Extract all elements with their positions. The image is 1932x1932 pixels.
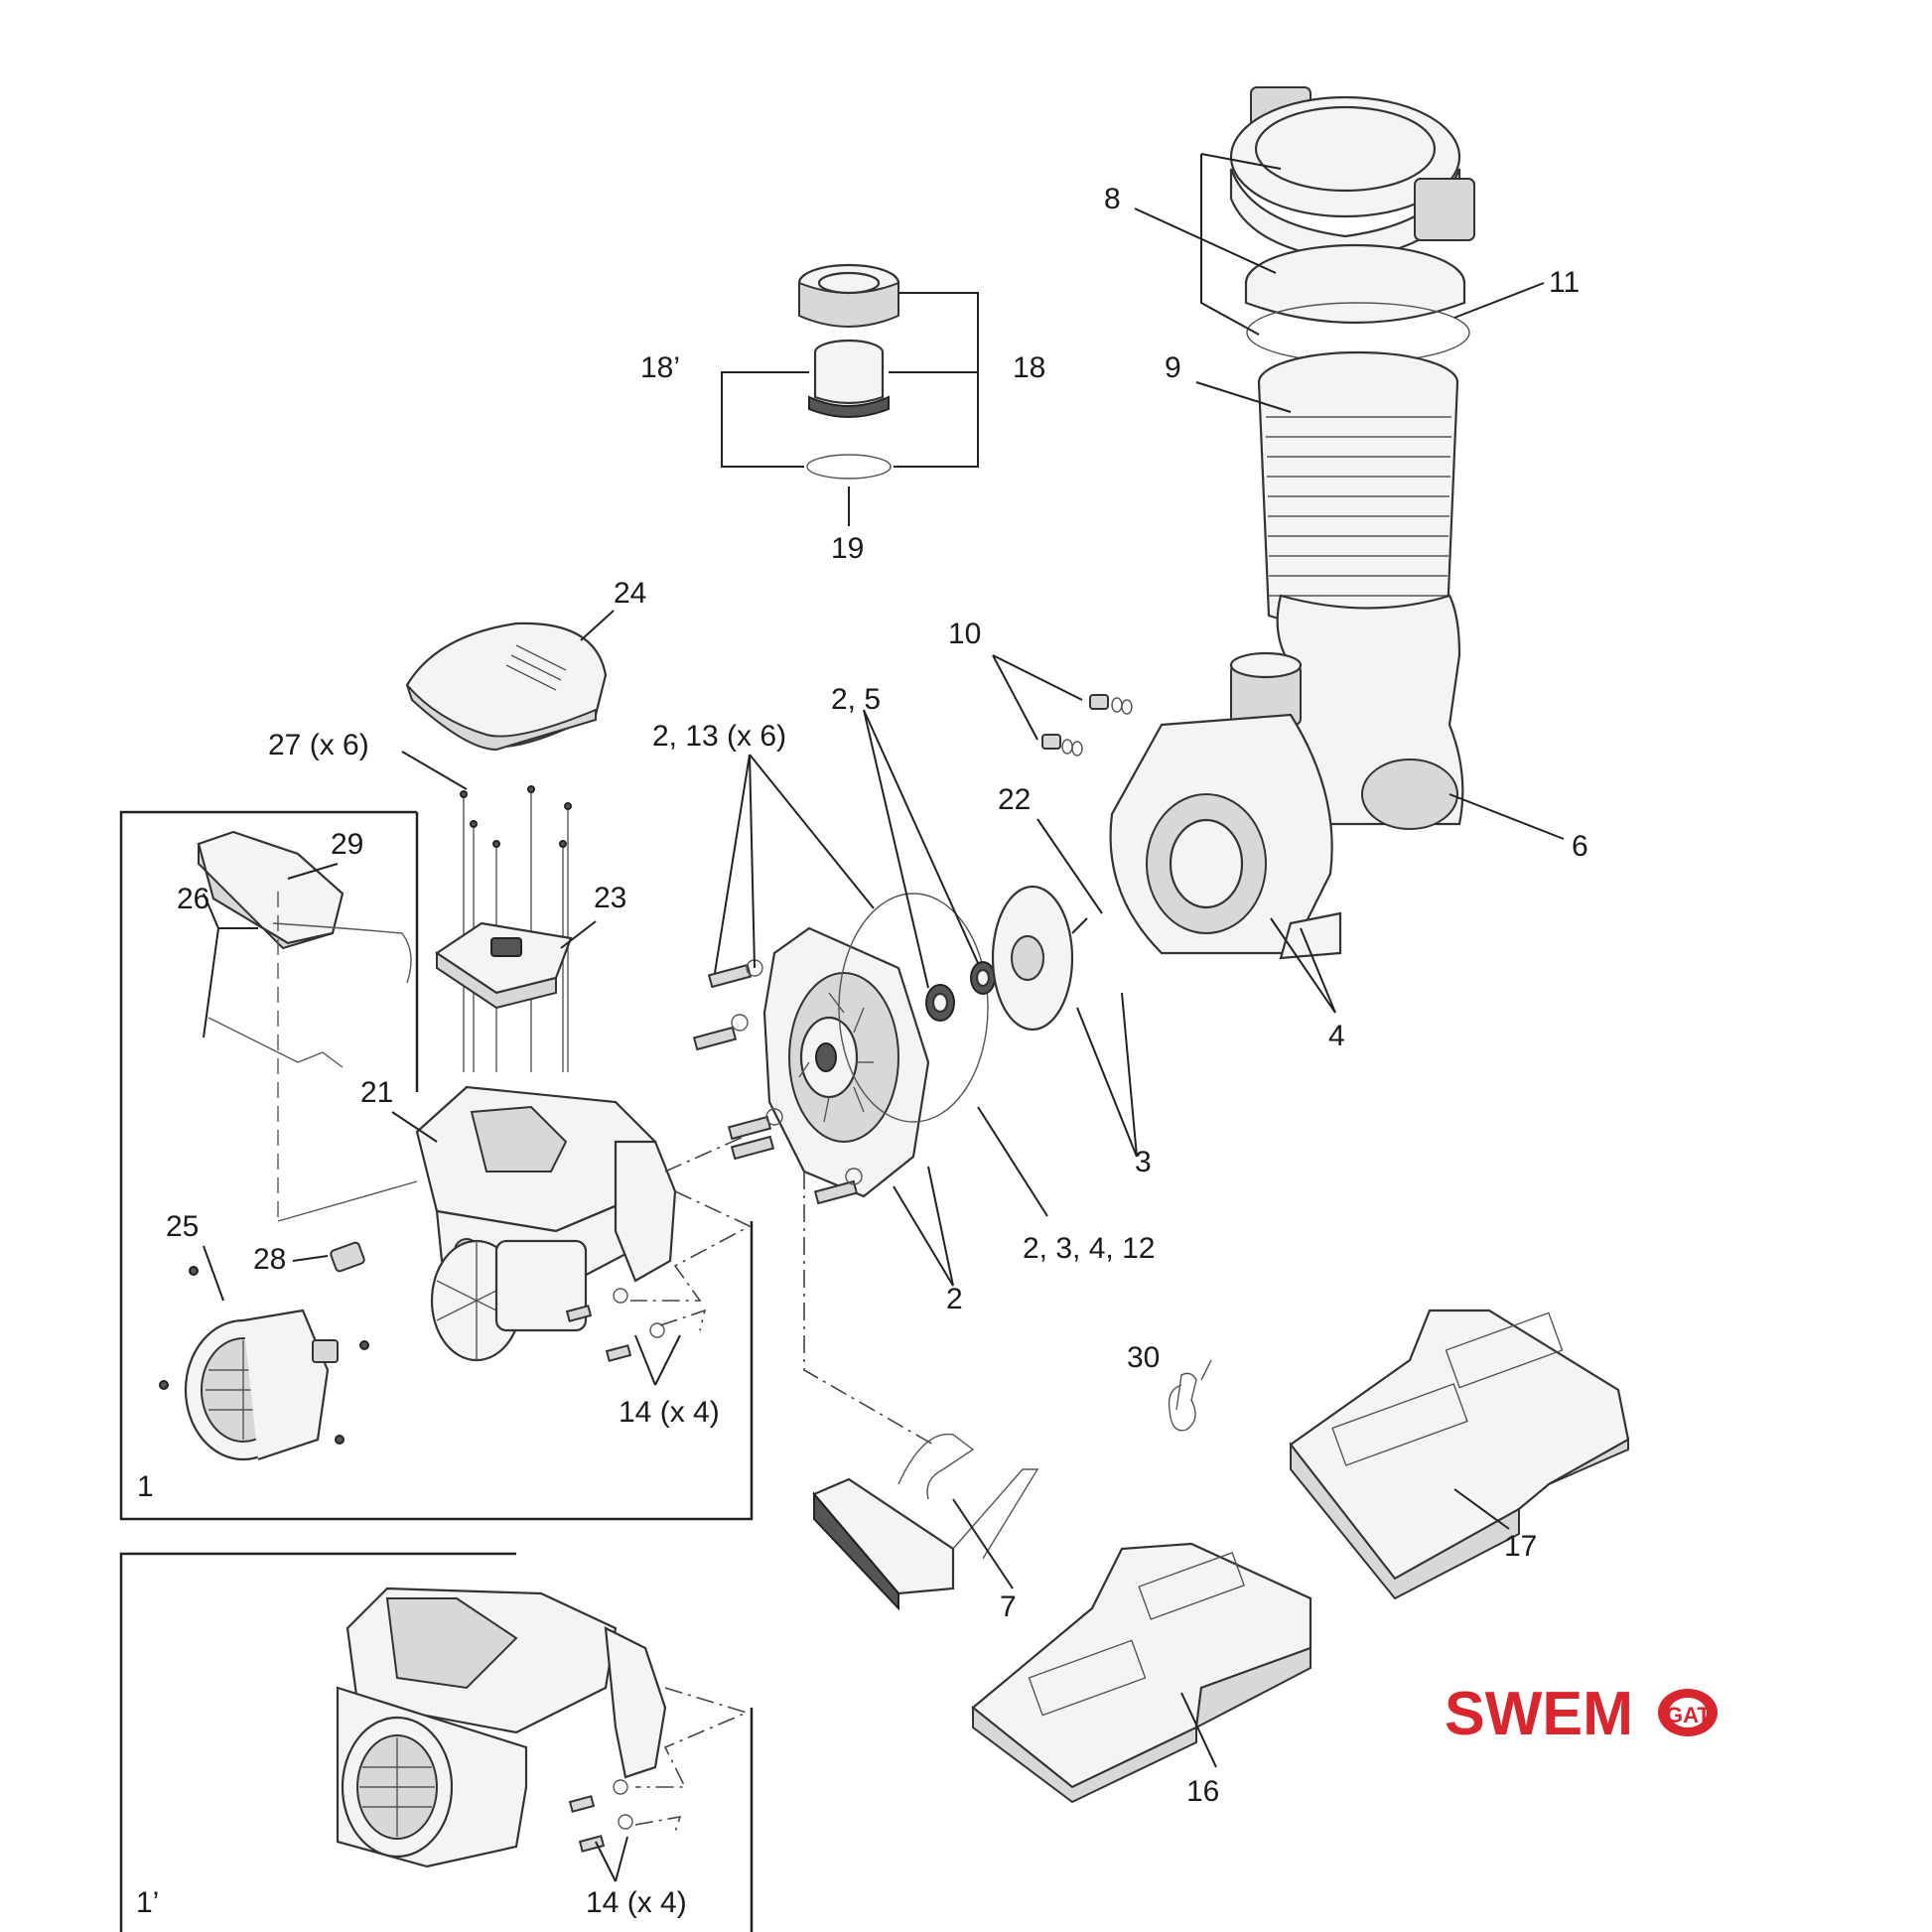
strainer-lid-ring [1229,86,1475,262]
motor-rotor-fan [430,1239,588,1362]
impeller-3 [991,885,1088,1032]
label-26: 26 [177,883,209,915]
label-8: 8 [1104,183,1121,215]
o-ring-2-3-4-12 [838,893,989,1123]
label-2: 2 [946,1283,963,1315]
label-24: 24 [614,577,646,610]
union-nut-18 [797,263,900,328]
label-30: 30 [1127,1341,1160,1374]
motor-1-prime [336,1587,667,1868]
label-29: 29 [331,828,363,861]
mechanical-seal-5 [925,961,996,1022]
label-22: 22 [998,783,1031,816]
label-2-13: 2, 13 (x 6) [652,720,786,753]
label-4: 4 [1328,1020,1345,1052]
label-21: 21 [360,1076,393,1109]
base-16 [971,1542,1312,1804]
screws-14-box1prime [568,1779,633,1853]
pump-body [1109,594,1464,960]
label-18: 18 [1013,351,1045,384]
base-17 [1289,1309,1630,1600]
seal-plate-2 [762,926,930,1198]
support-7 [812,1433,1039,1611]
clip-30 [1168,1359,1212,1432]
label-1-prime: 1’ [136,1886,159,1919]
motor-assembly-box-1 [119,810,754,1521]
label-9: 9 [1165,351,1181,384]
motor-cover-24 [405,621,608,752]
label-16: 16 [1186,1775,1219,1808]
label-27: 27 (x 6) [268,729,369,761]
label-3: 3 [1135,1146,1152,1178]
svg-text:GAT: GAT [1666,1703,1711,1727]
screws-14-box1 [565,1288,665,1362]
label-25: 25 [166,1210,199,1243]
swemo-gat-logo: SWEM GAT [1445,1680,1718,1748]
union-tail-18-prime [808,339,890,418]
label-11: 11 [1549,266,1580,299]
label-2-3-4-12: 2, 3, 4, 12 [1023,1232,1155,1265]
label-14-box1: 14 (x 4) [619,1396,720,1429]
plug-28 [330,1241,365,1273]
strainer-basket [1257,350,1459,632]
label-28: 28 [253,1243,286,1276]
fan-cover-25 [184,1309,339,1461]
label-19: 19 [831,532,864,565]
motor-26-keypad [197,830,345,950]
label-23: 23 [594,882,626,914]
label-17: 17 [1504,1530,1537,1563]
label-2-5: 2, 5 [831,683,881,716]
svg-text:SWEM: SWEM [1445,1680,1633,1748]
label-7: 7 [1000,1590,1017,1623]
label-6: 6 [1572,830,1588,863]
label-18-prime: 18’ [640,351,680,384]
label-14-box1prime: 14 (x 4) [586,1886,687,1919]
control-plate-23 [435,921,573,1010]
motor-assembly-box-1-prime [119,1552,754,1932]
o-ring-19 [806,454,892,480]
label-10: 10 [948,618,981,650]
bolts-13 [692,959,863,1205]
label-1: 1 [137,1470,154,1503]
